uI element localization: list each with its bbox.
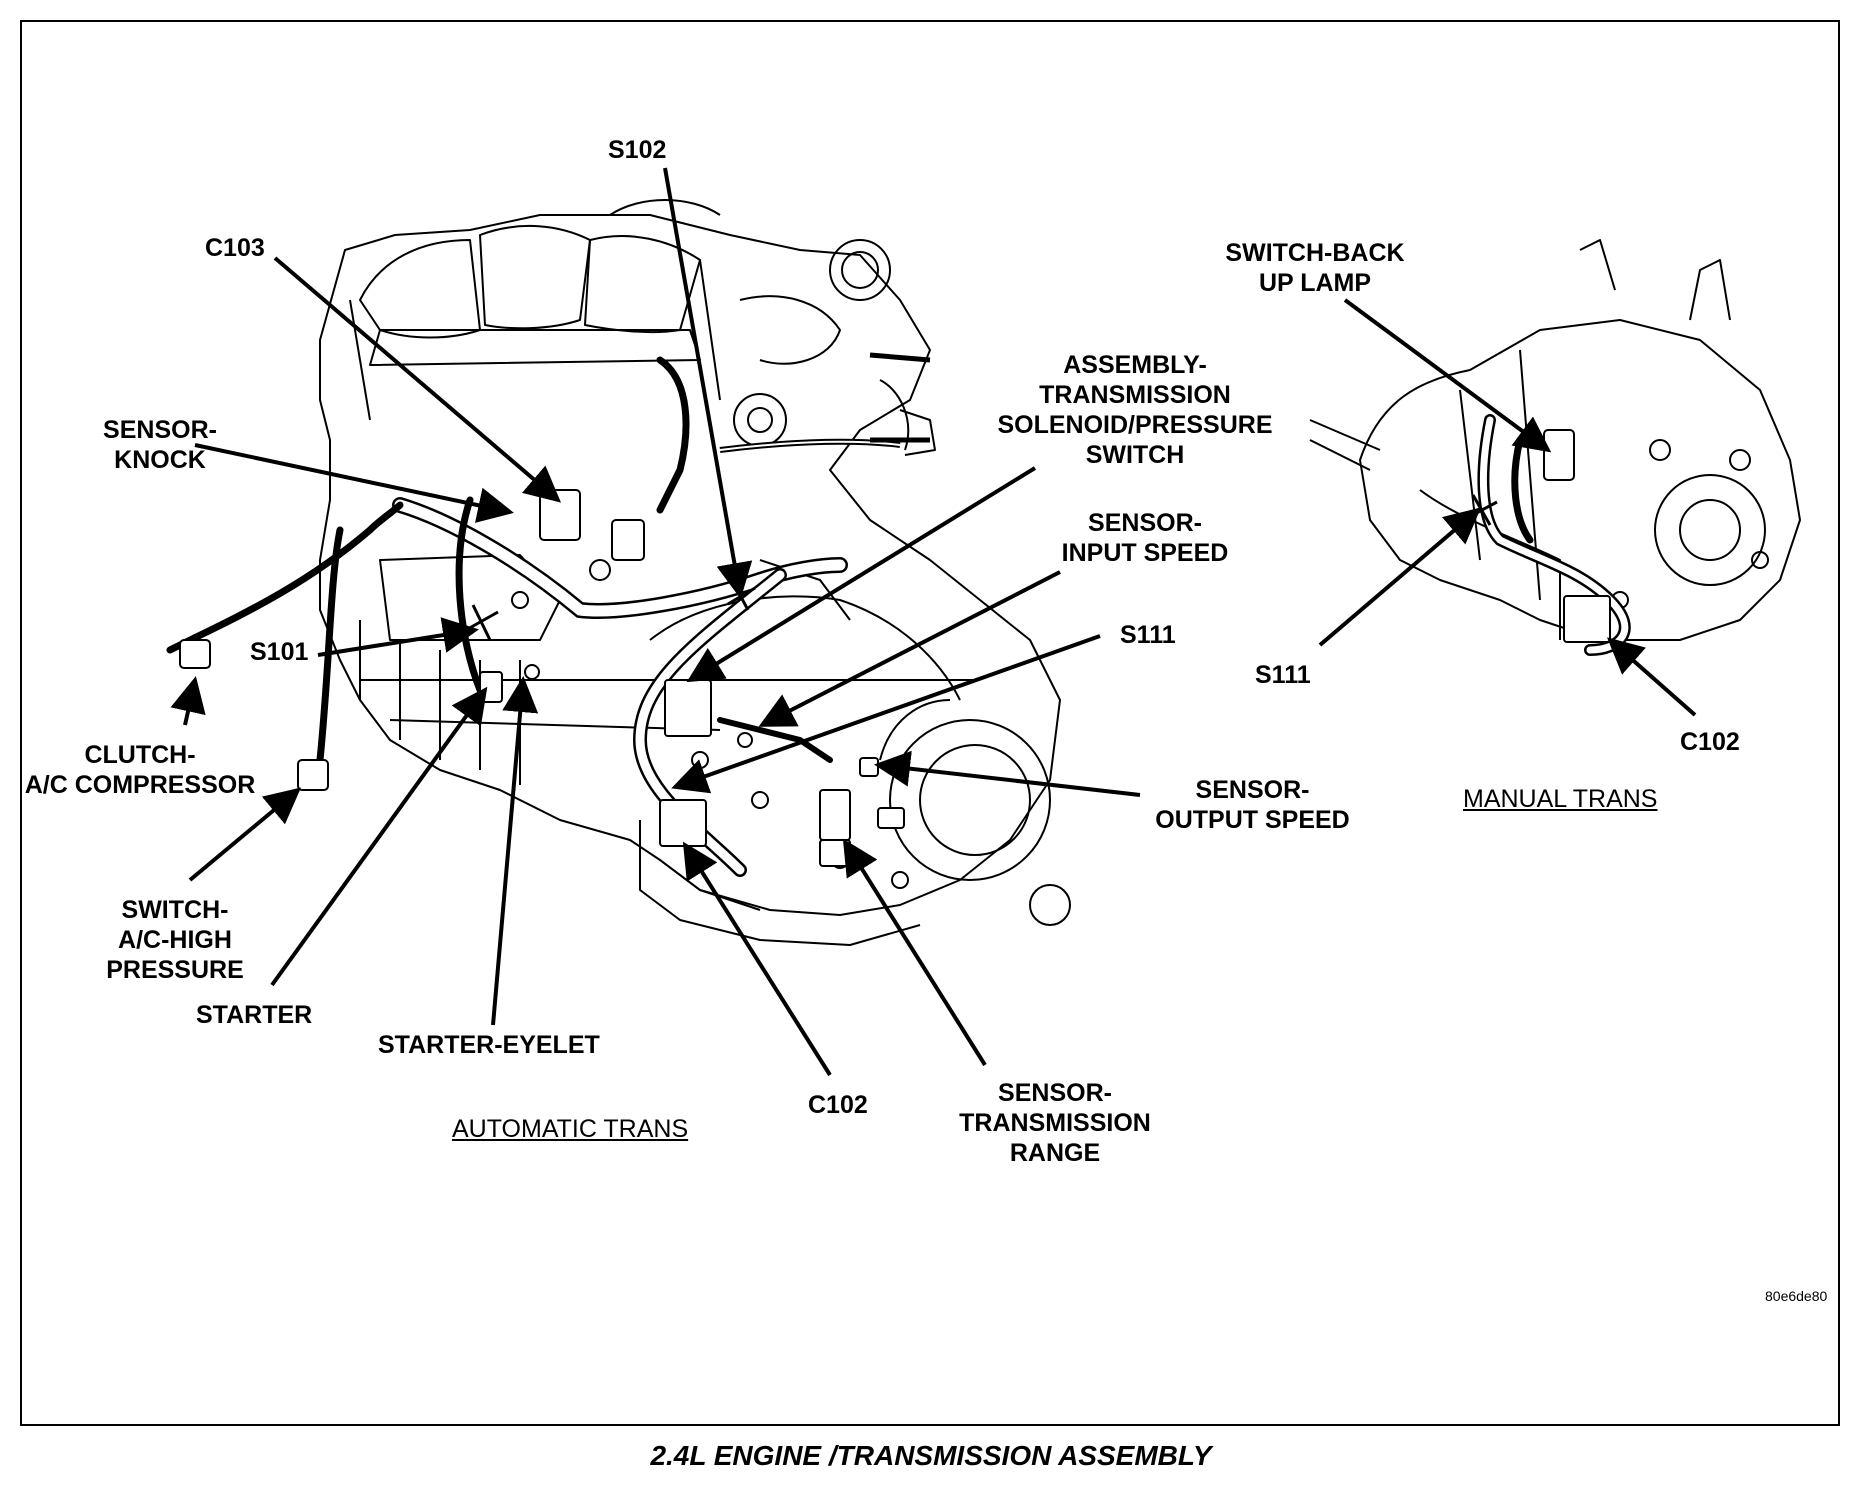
label-starter: STARTER: [196, 1001, 313, 1029]
leader-arrows: [170, 167, 1697, 1077]
diagram-frame: [20, 20, 1840, 1426]
splice-marks: [465, 494, 1498, 641]
label-c102-manual: C102: [1680, 728, 1740, 756]
label-sensor-input-speed: SENSOR-INPUT SPEED: [1061, 509, 1229, 567]
image-code: 80e6de80: [1765, 1288, 1828, 1304]
label-sensor-output-speed: SENSOR-OUTPUT SPEED: [1155, 776, 1350, 834]
figure-caption: 2.4L ENGINE /TRANSMISSION ASSEMBLY: [650, 1440, 1212, 1471]
automatic-connectors: [179, 489, 905, 867]
label-s111-manual: S111: [1255, 661, 1311, 689]
label-s102: S102: [608, 136, 667, 164]
section-manual-trans: MANUAL TRANS: [1463, 785, 1658, 813]
label-c103: C103: [205, 234, 265, 262]
label-c102-automatic: C102: [808, 1091, 868, 1119]
label-s101: S101: [250, 638, 309, 666]
section-automatic-trans: AUTOMATIC TRANS: [452, 1115, 689, 1143]
automatic-wiring-harness: [166, 356, 848, 877]
label-starter-eyelet: STARTER-EYELET: [378, 1031, 600, 1059]
manual-wiring-harness: [1477, 414, 1631, 656]
label-clutch-ac-compressor: CLUTCH-A/C COMPRESSOR: [24, 741, 256, 799]
label-s111-automatic: S111: [1120, 621, 1176, 649]
manual-connectors: [1543, 429, 1611, 643]
label-sensor-knock: SENSOR-KNOCK: [103, 416, 217, 474]
